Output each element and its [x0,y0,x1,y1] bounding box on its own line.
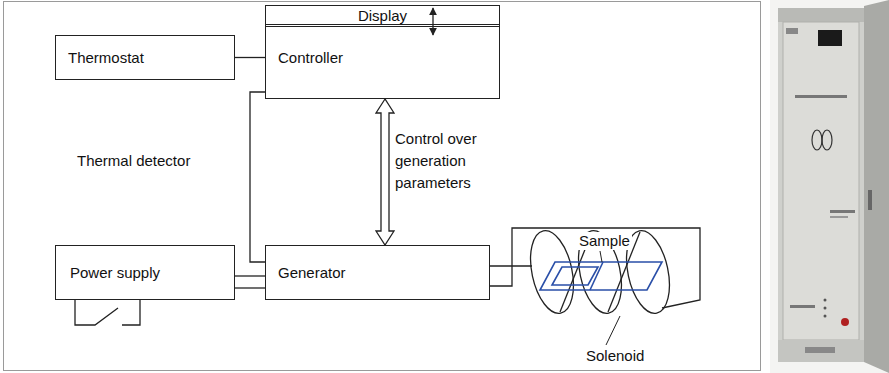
box-label: Thermostat [68,49,144,67]
process-box: Thermostat [55,35,235,80]
edge-label: Control over generation parameters [393,128,509,194]
connector-line [235,57,265,58]
hollow-arrow [376,99,394,245]
power-switch [75,300,140,325]
connector [235,276,265,288]
connector-line [250,92,265,262]
connector-line [432,8,433,35]
process-box: Generator [265,245,490,300]
box-label: Controller [278,49,343,67]
process-box: Controller [265,24,500,99]
connector [376,99,394,245]
box-label: Power supply [70,264,160,282]
part-label: Solenoid [584,347,646,365]
connector [433,8,434,35]
connector-line [235,275,265,276]
connector [235,57,265,58]
figure-border [4,2,761,371]
connector-line [235,287,265,288]
edge-label: Thermal detector [75,150,192,172]
part-label: Sample [577,232,632,250]
process-box: Power supply [55,245,235,300]
sample-plate [540,262,662,290]
cabinet-photo [770,0,889,373]
box-label: Display [358,7,407,25]
leader-line [600,251,620,345]
box-label: Generator [278,264,346,282]
connector [250,92,265,262]
solenoid-coil [490,227,700,317]
